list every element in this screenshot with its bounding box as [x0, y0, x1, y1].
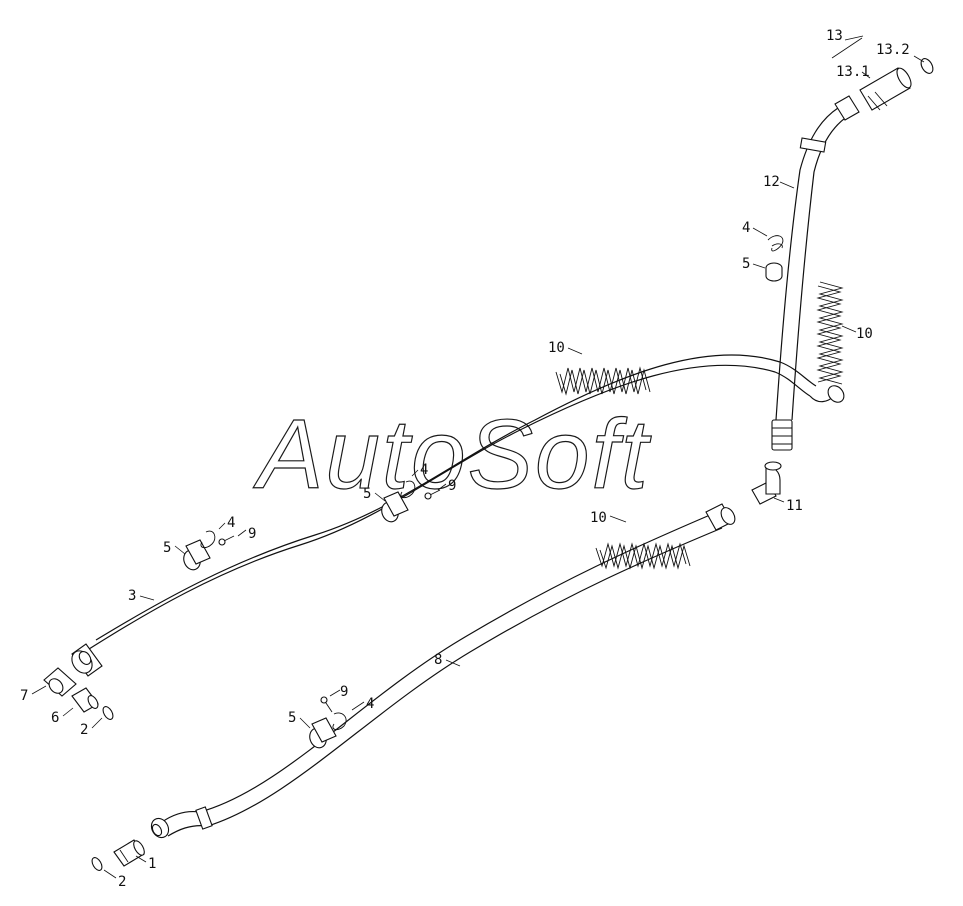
hose-8	[150, 503, 736, 839]
callout-13-2: 13.2	[876, 42, 910, 58]
callout-4-left: 4	[227, 515, 235, 531]
callout-10-lower: 10	[590, 510, 607, 526]
elbow-fitting-11	[751, 461, 782, 505]
spring-10-lower	[595, 542, 691, 570]
callout-5-left: 5	[163, 540, 171, 556]
o-ring-13-2	[920, 58, 934, 74]
o-ring-2b	[91, 857, 103, 871]
leader-lines	[31, 35, 925, 879]
part-13-1	[859, 67, 912, 111]
o-ring-2a	[102, 706, 114, 720]
callout-5-mid: 5	[363, 486, 371, 502]
fitting-1	[113, 839, 145, 867]
spring-10-upper	[555, 366, 651, 396]
callout-3: 3	[128, 588, 136, 604]
fitting-6	[71, 687, 99, 713]
callout-6: 6	[51, 710, 59, 726]
clamp-group-lower	[309, 696, 347, 749]
callout-9-lower: 9	[340, 684, 348, 700]
callout-13: 13	[826, 28, 843, 44]
hose-3	[71, 354, 845, 677]
callout-7: 7	[20, 688, 28, 704]
spring-10-right	[816, 281, 844, 385]
callout-4-mid: 4	[420, 462, 428, 478]
callout-12: 12	[763, 174, 780, 190]
callout-5-lower: 5	[288, 710, 296, 726]
callout-8: 8	[434, 652, 442, 668]
callout-11: 11	[786, 498, 803, 514]
callout-1: 1	[148, 856, 156, 872]
callout-2-upper: 2	[80, 722, 88, 738]
hose-12	[771, 95, 860, 451]
callout-5: 5	[742, 256, 750, 272]
callout-9-mid: 9	[448, 478, 456, 494]
watermark: AutoSoft	[253, 399, 652, 509]
fitting-7	[43, 667, 77, 697]
callout-4: 4	[742, 220, 750, 236]
callout-2-lower: 2	[118, 874, 126, 890]
clamp-group-left	[183, 530, 235, 571]
callout-4-lower: 4	[366, 696, 374, 712]
clamp-group-right	[765, 235, 784, 282]
clamp-group-mid	[381, 480, 441, 523]
callout-9-left: 9	[248, 526, 256, 542]
callout-13-1: 13.1	[836, 64, 870, 80]
callout-10-upper: 10	[548, 340, 565, 356]
callout-10-right: 10	[856, 326, 873, 342]
